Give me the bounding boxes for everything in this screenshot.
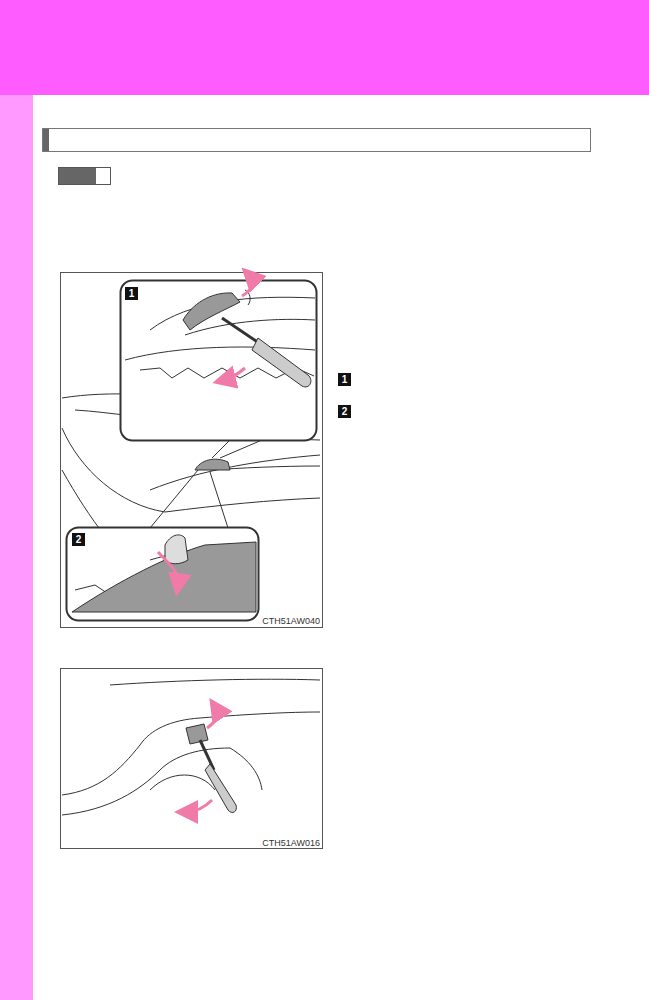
- figure-frame: [61, 669, 323, 849]
- callout-number: 2: [72, 533, 85, 546]
- detail-inset: [67, 528, 259, 621]
- callout-number: 2: [338, 405, 351, 418]
- callout-number: 1: [338, 373, 351, 386]
- figure-frame: [61, 273, 323, 628]
- detail-inset: [121, 281, 317, 441]
- tab-marker: [59, 168, 111, 185]
- header-band: [0, 0, 649, 95]
- section-bar: [43, 129, 591, 152]
- figure-code: CTH51AW016: [262, 838, 320, 849]
- figure-code: CTH51AW040: [262, 616, 320, 627]
- callout-number: 1: [125, 287, 138, 300]
- side-strip: [0, 95, 33, 1000]
